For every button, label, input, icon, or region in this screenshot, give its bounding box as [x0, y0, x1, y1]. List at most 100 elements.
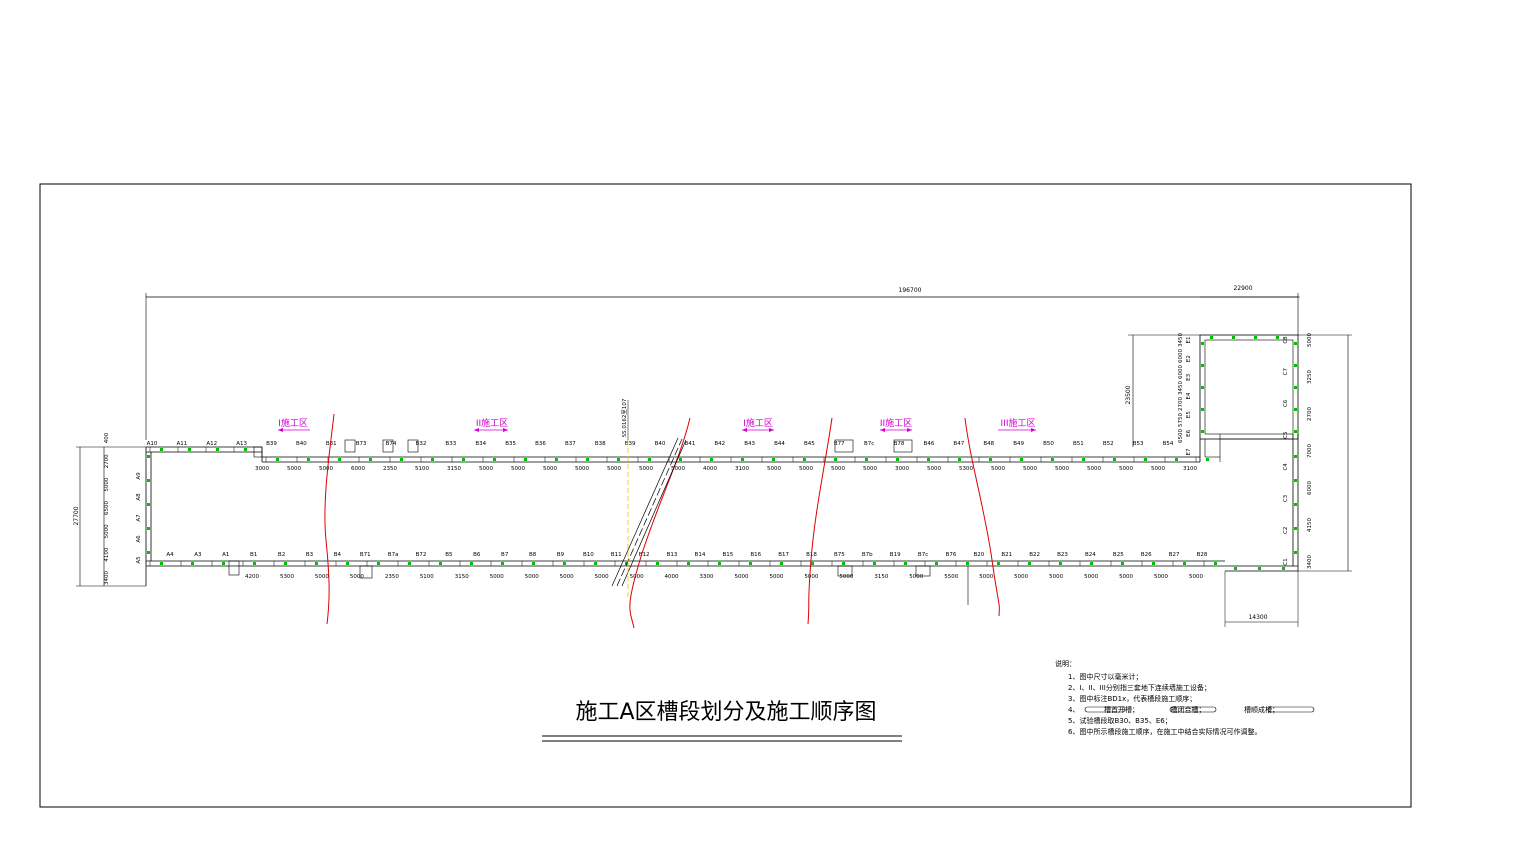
panel-marker — [191, 562, 194, 565]
panel-label: B11 — [611, 552, 622, 558]
panel-marker — [1294, 503, 1297, 506]
panel-dim: 5000 — [1055, 466, 1069, 472]
panel-marker — [1294, 430, 1297, 433]
panel-marker — [532, 562, 535, 565]
left-height-dim: 27700 — [73, 506, 80, 525]
left-panel-label: A6 — [136, 535, 142, 543]
panel-dim: 5000 — [1087, 466, 1101, 472]
panel-label: B33 — [445, 441, 456, 447]
panel-label: B40 — [296, 441, 307, 447]
panel-dim: 5000 — [575, 466, 589, 472]
right-dim: 5000 — [1307, 333, 1313, 347]
panel-label: B45 — [804, 441, 815, 447]
panel-dim: 5500 — [944, 574, 958, 580]
right-dim: 6500 — [1178, 429, 1184, 443]
svg-text:II施工区: II施工区 — [880, 417, 912, 429]
panel-label: B72 — [416, 552, 427, 558]
panel-label: B44 — [774, 441, 785, 447]
right-block — [1199, 334, 1299, 571]
panel-dim: 5000 — [350, 574, 364, 580]
panel-label: B52 — [1103, 441, 1114, 447]
right-panel-label: E5 — [1186, 411, 1192, 418]
right-dim: 6000 — [1178, 349, 1184, 363]
panel-label: B6 — [473, 552, 481, 558]
panel-label: B14 — [695, 552, 706, 558]
right-panel-label: E4 — [1186, 392, 1192, 399]
panel-label: B36 — [535, 441, 546, 447]
panel-marker — [160, 562, 163, 565]
panel-label: B1 — [250, 552, 257, 558]
panel-marker — [687, 562, 690, 565]
left-dim: 6500 — [104, 501, 110, 515]
panel-dim: 5000 — [525, 574, 539, 580]
panel-marker — [1059, 562, 1062, 565]
panel-marker — [315, 562, 318, 565]
panel-marker — [904, 562, 907, 565]
panel-dim: 5000 — [511, 466, 525, 472]
panel-marker — [147, 503, 150, 506]
zone-label-3: I施工区 — [742, 417, 774, 432]
panel-label: A13 — [236, 441, 247, 447]
right-dim: 6000 — [1178, 365, 1184, 379]
panel-label: B27 — [1169, 552, 1180, 558]
panel-marker — [1175, 458, 1178, 461]
zone-label-5: III施工区 — [998, 417, 1036, 432]
right-dim: 4150 — [1307, 518, 1313, 532]
panel-marker — [811, 562, 814, 565]
panel-label: B20 — [973, 552, 984, 558]
panel-marker — [865, 458, 868, 461]
panel-dim: 5000 — [863, 466, 877, 472]
panel-marker — [989, 458, 992, 461]
panel-label: B47 — [953, 441, 964, 447]
panel-label: B2 — [278, 552, 285, 558]
left-panel-label: A7 — [136, 514, 142, 522]
panel-marker — [1201, 342, 1204, 345]
panel-label: A3 — [194, 552, 202, 558]
panel-marker — [1294, 527, 1297, 530]
panel-marker — [1201, 408, 1204, 411]
panel-marker — [741, 458, 744, 461]
panel-marker — [958, 458, 961, 461]
panel-label: B31 — [326, 441, 337, 447]
right-panel-label: E6 — [1186, 429, 1192, 436]
panel-label: B19 — [890, 552, 901, 558]
panel-label: B15 — [722, 552, 733, 558]
zone-label-4: II施工区 — [880, 417, 912, 432]
panel-marker — [842, 562, 845, 565]
panel-dim: 5000 — [287, 466, 301, 472]
svg-text:I施工区: I施工区 — [743, 417, 773, 429]
panel-label: B51 — [1073, 441, 1084, 447]
axis-label: SS.0162至107 — [621, 398, 628, 437]
panel-dim: 5000 — [979, 574, 993, 580]
left-dim: 4100 — [104, 547, 110, 561]
panel-label: B22 — [1029, 552, 1040, 558]
panel-dim: 5000 — [1119, 466, 1133, 472]
notes-heading: 说明： — [1055, 659, 1076, 668]
zone-label-2: II施工区 — [474, 417, 508, 432]
panel-joints — [147, 336, 1297, 570]
panel-dim: 5000 — [1151, 466, 1165, 472]
panel-marker — [1090, 562, 1093, 565]
panel-marker — [470, 562, 473, 565]
panel-marker — [1294, 408, 1297, 411]
panel-dim: 4000 — [665, 574, 679, 580]
panel-dim: 3150 — [874, 574, 888, 580]
panel-label: B9 — [557, 552, 565, 558]
panel-dim: 5000 — [543, 466, 557, 472]
panel-label: B7a — [388, 552, 399, 558]
legend-sequential-slot — [1267, 706, 1315, 713]
panel-marker — [216, 448, 219, 451]
panel-dim: 5100 — [420, 574, 434, 580]
panel-marker — [1201, 364, 1204, 367]
panel-marker — [1254, 336, 1257, 339]
note-3: 3、图中标注BD1x，代表槽段施工顺序； — [1068, 694, 1196, 703]
panel-marker — [439, 562, 442, 565]
panel-dim: 5300 — [280, 574, 294, 580]
panel-marker — [1201, 430, 1204, 433]
panel-marker — [1082, 458, 1085, 461]
panel-dim: 5000 — [769, 574, 783, 580]
panel-dim: 5000 — [804, 574, 818, 580]
